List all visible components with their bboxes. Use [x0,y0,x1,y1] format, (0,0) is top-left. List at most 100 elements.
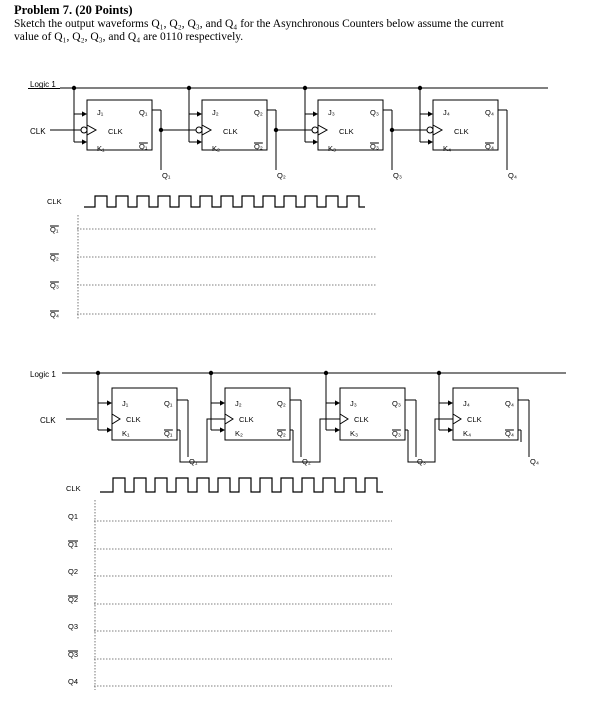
q-output-label: Q₂ [254,108,263,117]
k-arrow [428,139,433,145]
timing-row-label: Q4 [68,677,78,686]
q-bar-label: Q₃ [392,429,401,438]
q-bar-label: Q₂ [254,142,263,151]
clk-input-label: CLK [30,127,46,136]
problem-title: Problem 7. (20 Points) [14,3,133,17]
q-output-label: Q₂ [277,399,286,408]
j-input-label: J₁ [97,108,104,117]
k-arrow [197,139,202,145]
k-arrow [107,427,112,433]
clk-input-label-2: CLK [40,416,56,425]
ripple-clock-wire [179,418,225,463]
inversion-bubble [195,126,203,134]
j-input-label: J₂ [212,108,219,117]
k-input-label: K₁ [122,429,130,438]
j-input-label: J₃ [328,108,335,117]
flip-flop-3-circuit-2 [339,387,406,441]
timing-q2-label: Q₂ [50,253,59,262]
q-output-tap-label: Q₁ [162,171,171,180]
k-arrow [220,427,225,433]
k-input-label: K₄ [443,144,451,153]
problem-text-line-1: Sketch the output waveforms Q₁, Q₂, Q₃, … [14,18,504,30]
timing-row-label: Q3 [68,650,78,659]
j-input-label: J₁ [122,399,129,408]
q-output-tap-label: Q₄ [530,457,539,466]
clk-pin-label: CLK [239,415,254,424]
q-output-label: Q₁ [139,108,148,117]
inversion-bubble [80,126,88,134]
clk-pin-label: CLK [467,415,482,424]
timing-row-label: Q1 [68,512,78,521]
flip-flop-1-circuit-2 [111,387,178,441]
j-arrow [220,400,225,406]
clock-edge-triangle [339,413,349,425]
k-input-label: K₁ [97,144,105,153]
k-input-label: K₃ [350,429,358,438]
logic-1-label-2: Logic 1 [30,370,56,379]
j-input-label: J₂ [235,399,242,408]
clock-waveform [84,195,365,208]
timing-q1-label: Q₁ [50,225,59,234]
j-arrow [107,400,112,406]
clk-pin-label: CLK [108,127,123,136]
k-input-label: K₂ [235,429,243,438]
timing-row-label: Q2 [68,595,78,604]
j-input-label: J₄ [443,108,450,117]
q-output-label: Q₄ [485,108,494,117]
j-input-label: J₃ [350,399,357,408]
ripple-clock-wire [292,418,340,463]
j-arrow [335,400,340,406]
q-output-label: Q₃ [392,399,401,408]
timing-row-label: Q1 [68,540,78,549]
clk-pin-label: CLK [223,127,238,136]
timing-clk-label-2: CLK [66,484,81,493]
flip-flop-2-circuit-2 [224,387,291,441]
inversion-bubble [311,126,319,134]
clk-pin-label: CLK [454,127,469,136]
timing-row-label: Q2 [68,567,78,576]
q-bar-label: Q₁ [164,429,173,438]
j-input-label: J₄ [463,399,470,408]
flip-flop-4 [432,99,499,151]
k-arrow [82,139,87,145]
j-arrow [448,400,453,406]
clk-pin-label: CLK [126,415,141,424]
ripple-clock-wire [407,418,453,463]
q-output-tap-label: Q₃ [393,171,402,180]
j-arrow [313,111,318,117]
flip-flop-2 [201,99,268,151]
clk-pin-label: CLK [354,415,369,424]
q-bar-label: Q₂ [277,429,286,438]
logic-1-label: Logic 1 [30,80,56,89]
clock-waveform-2 [100,477,383,493]
problem-text-line-2: value of Q₁, Q₂, Q₃, and Q₄ are 0110 res… [14,31,244,43]
flip-flop-4-circuit-2 [452,387,519,441]
q-bar-label: Q₄ [505,429,514,438]
j-arrow [428,111,433,117]
q-output-label: Q₄ [505,399,514,408]
q-output-tap-label: Q₄ [508,171,517,180]
q-output-tap-label: Q₂ [277,171,286,180]
q-bar-label: Q₄ [485,142,494,151]
k-input-label: K₃ [328,144,336,153]
j-arrow [197,111,202,117]
inversion-bubble [426,126,434,134]
q-output-label: Q₁ [164,399,173,408]
clock-edge-triangle [111,413,121,425]
timing-q3-label: Q₃ [50,281,59,290]
j-arrow [82,111,87,117]
q-output-label: Q₃ [370,108,379,117]
timing-row-label: Q3 [68,622,78,631]
k-arrow [313,139,318,145]
timing-clk-label: CLK [47,197,62,206]
q-bar-label: Q₁ [139,142,148,151]
k-arrow [448,427,453,433]
flip-flop-3 [317,99,384,151]
q-bar-label: Q₃ [370,142,379,151]
k-arrow [335,427,340,433]
timing-q4-label: Q₄ [50,310,59,319]
k-input-label: K₂ [212,144,220,153]
clock-edge-triangle [452,413,462,425]
clk-pin-label: CLK [339,127,354,136]
